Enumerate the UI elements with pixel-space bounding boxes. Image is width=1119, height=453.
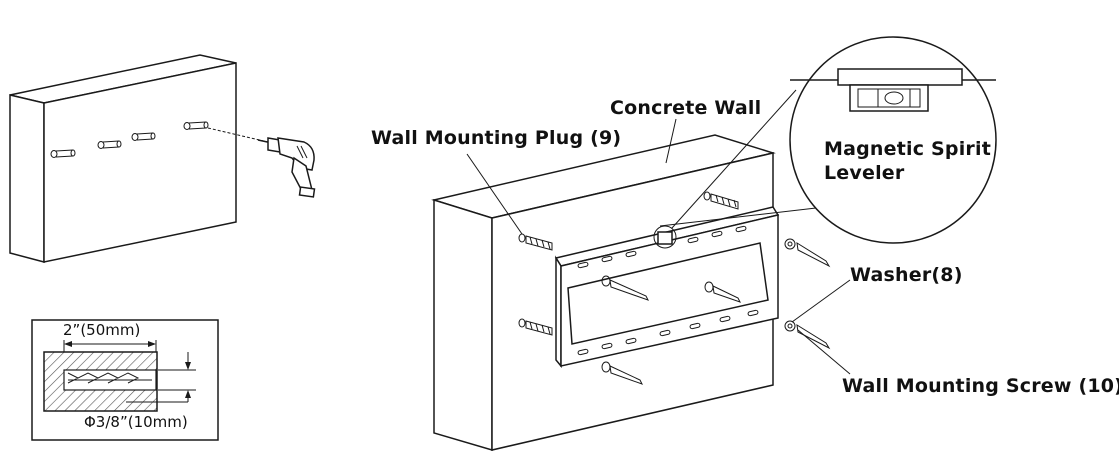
leveler-label-line1: Magnetic Spirit: [824, 138, 991, 160]
drill-depth-detail: [31, 319, 219, 441]
spirit-level-on-bracket: [653, 89, 843, 249]
leader-lines: [466, 118, 851, 375]
leveler-label-line2: Leveler: [824, 162, 905, 184]
wall-mounting-plug-label: Wall Mounting Plug (9): [371, 127, 622, 149]
power-drill: [257, 137, 316, 198]
drilled-holes: [50, 121, 269, 158]
drilling-wall-block: [9, 54, 237, 263]
drill-depth-label: 2”(50mm): [63, 321, 141, 339]
washer-label: Washer(8): [850, 264, 963, 286]
wall-mounting-screw-label: Wall Mounting Screw (10): [842, 375, 1119, 397]
wall-mounting-plugs: [518, 191, 739, 336]
wall-mounting-screws: [601, 238, 831, 385]
leveler-magnified-view: [789, 36, 997, 244]
concrete-wall-label: Concrete Wall: [610, 97, 762, 119]
drill-diameter-label: Φ3/8”(10mm): [84, 413, 188, 431]
